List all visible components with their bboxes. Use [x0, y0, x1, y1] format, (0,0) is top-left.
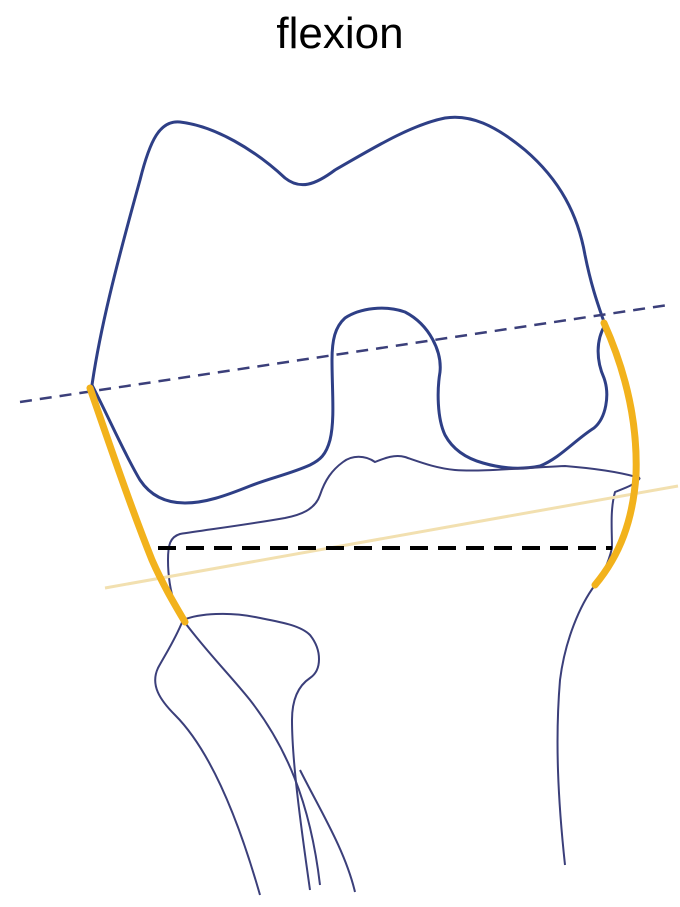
tibia-lateral-outline	[558, 478, 640, 865]
fibula-outline	[155, 620, 260, 895]
tibia-outline	[168, 456, 640, 605]
femur-outline	[92, 117, 607, 503]
lateral-highlight-arc	[595, 323, 636, 585]
